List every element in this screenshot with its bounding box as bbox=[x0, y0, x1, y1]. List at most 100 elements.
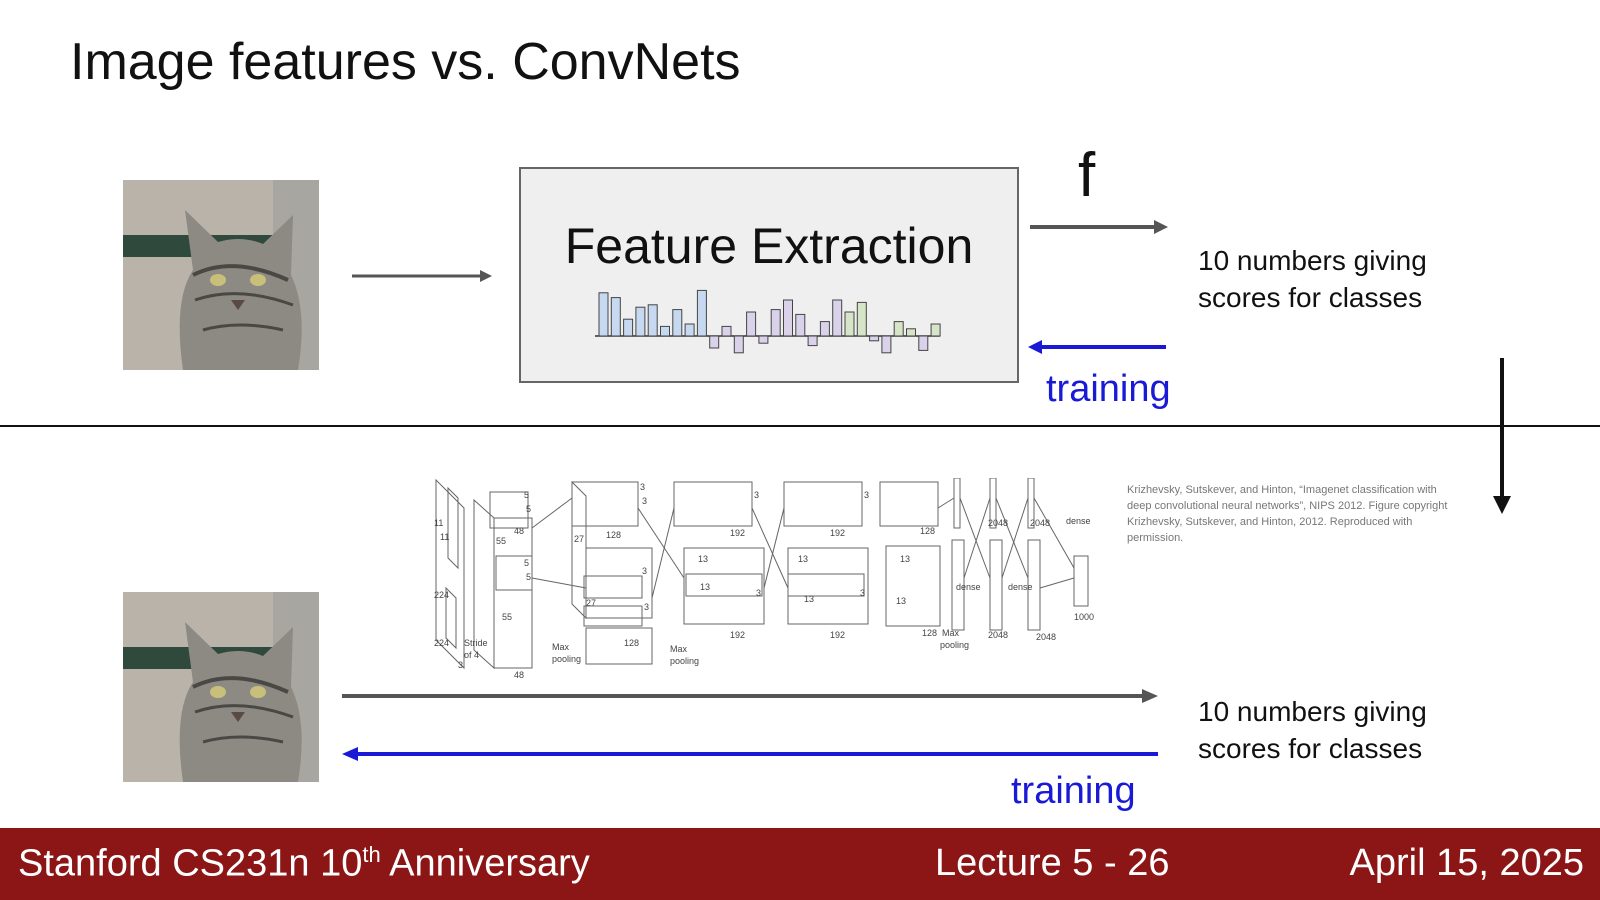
arch-label: 3 bbox=[458, 660, 463, 670]
arch-label: 11 bbox=[434, 518, 443, 528]
arch-label: 192 bbox=[830, 528, 845, 538]
histogram-bar bbox=[819, 321, 830, 337]
arch-label: 13 bbox=[700, 582, 710, 592]
histogram-bar bbox=[758, 335, 769, 344]
convnet-architecture-diagram: 11 11 224 224 3 Stride of 4 55 55 48 48 … bbox=[434, 478, 1094, 680]
slide-footer: Stanford CS231n 10th Anniversary Lecture… bbox=[0, 828, 1600, 900]
arch-label: 2048 bbox=[1030, 518, 1050, 528]
arch-label: 2048 bbox=[1036, 632, 1056, 642]
cat-photo bbox=[123, 180, 319, 370]
input-arrow-top bbox=[352, 270, 492, 282]
scores-line-1: 10 numbers giving bbox=[1198, 245, 1427, 276]
arch-label: 192 bbox=[830, 630, 845, 640]
cat-image-bottom bbox=[123, 592, 319, 782]
feature-histogram bbox=[595, 289, 941, 354]
arch-label: 3 bbox=[756, 588, 761, 598]
training-arrow-top bbox=[1028, 340, 1166, 354]
down-arrow bbox=[1493, 358, 1511, 514]
arch-label: pooling bbox=[552, 654, 581, 664]
training-label-bottom: training bbox=[1011, 770, 1136, 812]
arch-label: 11 bbox=[440, 532, 449, 542]
arch-label: 3 bbox=[864, 490, 869, 500]
arch-label: 2048 bbox=[988, 518, 1008, 528]
lecture-date: April 15, 2025 bbox=[1349, 842, 1585, 884]
lecture-number: Lecture 5 - 26 bbox=[935, 842, 1170, 885]
arch-label: dense bbox=[1066, 516, 1091, 526]
arch-label: 3 bbox=[642, 566, 647, 576]
arch-label: pooling bbox=[670, 656, 699, 666]
arch-label: 48 bbox=[514, 670, 524, 680]
histogram-bar bbox=[832, 299, 843, 337]
arch-label: 3 bbox=[642, 496, 647, 506]
scores-text-top: 10 numbers giving scores for classes bbox=[1198, 242, 1427, 316]
function-f-label: f bbox=[1078, 141, 1096, 210]
histogram-bar bbox=[598, 292, 609, 337]
forward-arrow-bottom bbox=[342, 689, 1158, 703]
slide-title: Image features vs. ConvNets bbox=[70, 33, 741, 91]
course-name: Stanford CS231n 10th Anniversary bbox=[18, 842, 590, 886]
arch-label: 128 bbox=[624, 638, 639, 648]
histogram-bar bbox=[721, 325, 732, 337]
histogram-bar bbox=[647, 304, 658, 337]
arch-label: 192 bbox=[730, 528, 745, 538]
arch-label: 192 bbox=[730, 630, 745, 640]
course-text: Stanford CS231n 10 bbox=[18, 842, 363, 885]
histogram-bar bbox=[660, 325, 670, 337]
histogram-bar bbox=[893, 321, 904, 337]
arch-label: 27 bbox=[586, 598, 596, 608]
histogram-bar bbox=[918, 335, 929, 351]
arch-label: 13 bbox=[804, 594, 814, 604]
arch-label: 55 bbox=[502, 612, 512, 622]
arch-label: 48 bbox=[514, 526, 524, 536]
histogram-bar bbox=[684, 323, 695, 337]
arch-label: 13 bbox=[896, 596, 906, 606]
histogram-bar bbox=[746, 311, 757, 337]
arch-label: 224 bbox=[434, 638, 449, 648]
histogram-bar bbox=[696, 289, 707, 337]
scores-line-1: 10 numbers giving bbox=[1198, 696, 1427, 727]
arch-label: 5 bbox=[526, 572, 531, 582]
cat-image-top bbox=[123, 180, 319, 370]
arch-label: pooling bbox=[940, 640, 969, 650]
histogram-bar bbox=[623, 318, 634, 337]
scores-line-2: scores for classes bbox=[1198, 733, 1423, 764]
arch-label: 13 bbox=[798, 554, 808, 564]
histogram-bar bbox=[783, 299, 793, 337]
arch-label: 128 bbox=[922, 628, 937, 638]
arch-label: Max bbox=[552, 642, 570, 652]
histogram-bar bbox=[733, 335, 744, 354]
arch-label: 13 bbox=[900, 554, 910, 564]
histogram-bar bbox=[807, 335, 818, 347]
course-superscript: th bbox=[362, 842, 381, 867]
arch-label: 224 bbox=[434, 590, 449, 600]
arch-label: 128 bbox=[920, 526, 935, 536]
histogram-bar bbox=[856, 301, 867, 337]
scores-line-2: scores for classes bbox=[1198, 282, 1423, 313]
arch-label: 1000 bbox=[1074, 612, 1094, 622]
histogram-bar bbox=[770, 309, 781, 337]
arch-label: 55 bbox=[496, 536, 506, 546]
arch-label: 3 bbox=[754, 490, 759, 500]
course-suffix: Anniversary bbox=[380, 842, 590, 885]
feature-extraction-label: Feature Extraction bbox=[564, 218, 974, 274]
arch-label: 2048 bbox=[988, 630, 1008, 640]
arch-label: 3 bbox=[644, 602, 649, 612]
histogram-bar bbox=[610, 297, 621, 337]
arch-label: 5 bbox=[524, 558, 529, 568]
arch-label: 128 bbox=[606, 530, 621, 540]
feature-extraction-box: Feature Extraction bbox=[519, 167, 1019, 383]
figure-citation: Krizhevsky, Sutskever, and Hinton, “Imag… bbox=[1127, 484, 1448, 544]
section-divider bbox=[0, 425, 1600, 427]
lecture-prefix: Lecture 5 - bbox=[935, 842, 1128, 884]
arch-label: Stride bbox=[464, 638, 488, 648]
histogram-bar bbox=[795, 313, 806, 337]
arch-label: 27 bbox=[574, 534, 584, 544]
arch-label: 5 bbox=[524, 490, 529, 500]
histogram-bar bbox=[906, 328, 916, 337]
training-label-top: training bbox=[1046, 368, 1171, 410]
histogram-bar bbox=[709, 335, 720, 349]
arch-label: Max bbox=[670, 644, 688, 654]
arch-label: of 4 bbox=[464, 650, 479, 660]
arch-label: dense bbox=[956, 582, 981, 592]
histogram-bar bbox=[930, 323, 941, 337]
